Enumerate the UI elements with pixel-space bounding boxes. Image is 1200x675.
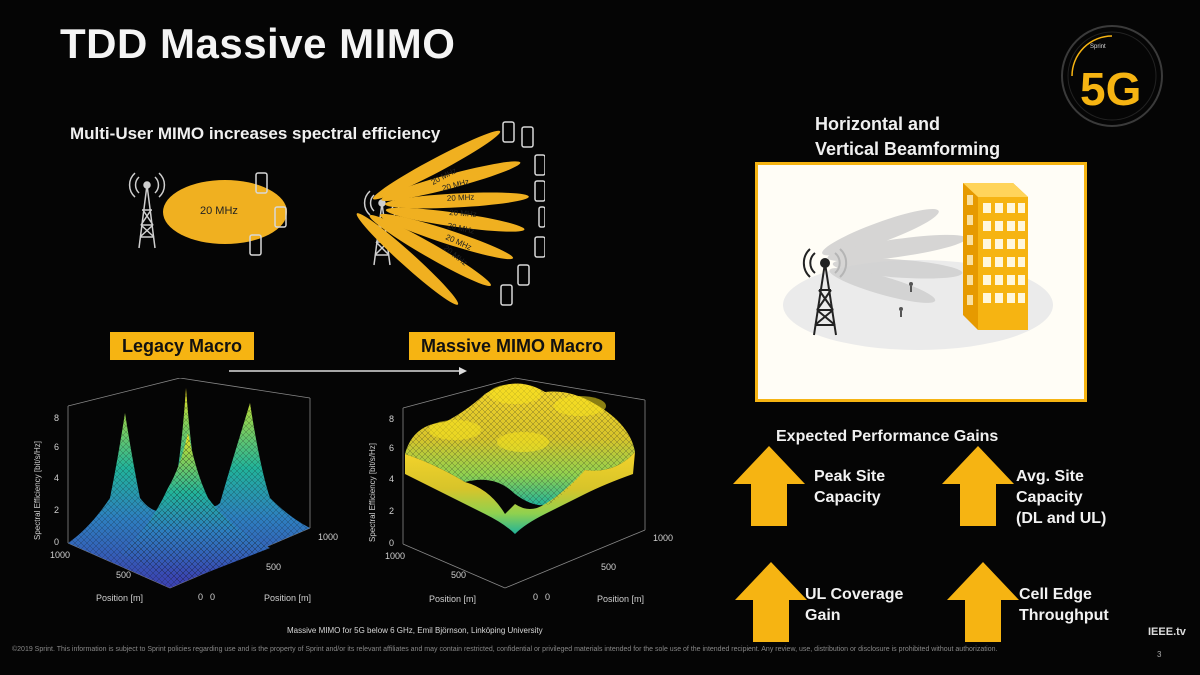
x-tick: 500 (451, 570, 466, 580)
x-tick: 1000 (50, 550, 70, 560)
person-icon (899, 282, 913, 317)
phone-icon (500, 121, 545, 306)
gain-avg-site-capacity: Avg. Site Capacity (DL and UL) (1016, 468, 1107, 527)
z-tick: 4 (54, 473, 59, 483)
beamforming-title: Horizontal and Vertical Beamforming (815, 112, 1000, 162)
sprint-5g-logo: Sprint 5G (1061, 25, 1163, 127)
massive-mimo-surface-plot: 0 2 4 6 8 1000 500 0 0 500 1000 Position… (368, 377, 673, 604)
phone-icon (249, 172, 287, 256)
ieee-tv-badge: IEEE.tv (1148, 626, 1186, 638)
y-axis-label: Position [m] (597, 594, 644, 604)
up-arrow-icon (735, 562, 807, 642)
single-beam-label: 20 MHz (200, 205, 238, 217)
x-axis-label: Position [m] (429, 594, 476, 604)
z-tick: 6 (54, 442, 59, 452)
x-tick: 0 (533, 592, 538, 602)
beam-label: 20 MHz (449, 208, 477, 219)
gain-peak-site-capacity: Peak Site Capacity (814, 468, 886, 506)
z-axis-label: Spectral Efficiency [bit/s/Hz] (33, 441, 42, 540)
y-tick: 500 (601, 562, 616, 572)
tower-icon (128, 172, 166, 249)
z-tick: 2 (389, 506, 394, 516)
x-tick: 0 (198, 592, 203, 602)
beamforming-title-line1: Horizontal and (815, 114, 940, 134)
z-tick: 0 (389, 538, 394, 548)
beam-label: 20 MHz (447, 193, 475, 203)
logo-brand-text: Sprint (1090, 44, 1106, 50)
up-arrow-icon (947, 562, 1019, 642)
gain-ul-coverage: UL Coverage Gain (805, 586, 904, 624)
multi-user-title: Multi-User MIMO increases spectral effic… (70, 124, 441, 143)
y-tick: 500 (266, 562, 281, 572)
gain-cell-edge-throughput: Cell Edge Throughput (1019, 586, 1109, 624)
x-axis-label: Position [m] (96, 593, 143, 603)
legal-footer: ©2019 Sprint. This information is subjec… (12, 646, 998, 653)
page-number: 3 (1157, 650, 1162, 659)
right-arrow-icon (229, 367, 467, 375)
z-tick: 2 (54, 505, 59, 515)
slide-title: TDD Massive MIMO (60, 20, 456, 67)
plot-caption: Massive MIMO for 5G below 6 GHz, Emil Bj… (287, 626, 543, 635)
legacy-surface-plot: 0 2 4 6 8 1000 500 0 0 500 1000 Position… (33, 378, 338, 603)
multi-user-illustration: 20 MHz 20 MHz 20 MHz 20 MHz 20 MHz 20 (128, 121, 545, 306)
y-axis-label: Position [m] (264, 593, 311, 603)
z-axis-label: Spectral Efficiency [bit/s/Hz] (368, 443, 377, 542)
z-tick: 0 (54, 537, 59, 547)
x-tick: 1000 (385, 551, 405, 561)
y-tick: 1000 (653, 533, 673, 543)
z-tick: 4 (389, 474, 394, 484)
up-arrow-icon (733, 446, 805, 526)
z-tick: 6 (389, 443, 394, 453)
massive-surface (405, 383, 635, 534)
legacy-macro-label: Legacy Macro (110, 332, 255, 360)
single-beam (163, 180, 287, 244)
y-tick: 1000 (318, 532, 338, 542)
y-tick: 0 (545, 592, 550, 602)
massive-mimo-macro-label: Massive MIMO Macro (409, 332, 616, 360)
z-tick: 8 (54, 413, 59, 423)
multi-beams (356, 130, 529, 305)
up-arrow-icon (942, 446, 1014, 526)
building-icon (963, 183, 1028, 330)
beamforming-panel (755, 162, 1087, 402)
y-tick: 0 (210, 592, 215, 602)
beams (822, 209, 967, 303)
beamforming-title-line2: Vertical Beamforming (815, 139, 1001, 159)
z-tick: 8 (389, 414, 394, 424)
performance-title: Expected Performance Gains (776, 428, 999, 445)
beamforming-illustration (783, 183, 1053, 350)
logo-5g-text: 5G (1080, 63, 1141, 115)
legacy-surface (68, 388, 310, 588)
x-tick: 500 (116, 570, 131, 580)
